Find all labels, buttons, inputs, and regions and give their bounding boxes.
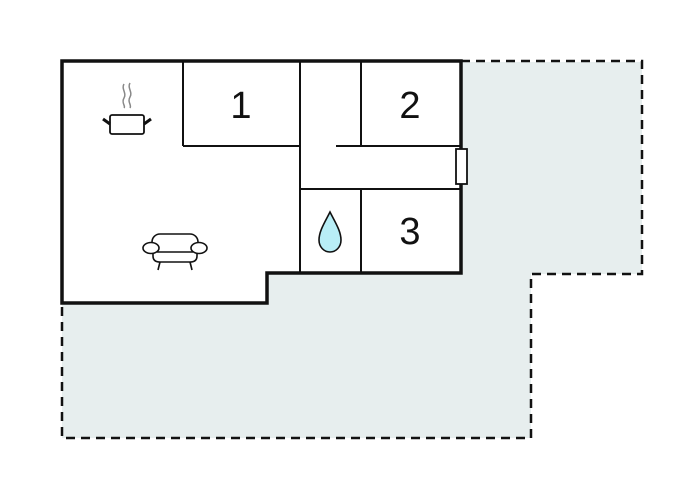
cooking-pot-icon xyxy=(102,82,152,135)
interior-walls xyxy=(182,61,461,273)
water-drop-icon xyxy=(318,210,342,253)
room-label-3: 3 xyxy=(399,211,420,253)
armchair-icon xyxy=(142,233,208,271)
window xyxy=(455,148,468,185)
exterior-walls xyxy=(60,59,463,305)
room-label-1: 1 xyxy=(230,85,251,127)
room-label-2: 2 xyxy=(399,85,420,127)
